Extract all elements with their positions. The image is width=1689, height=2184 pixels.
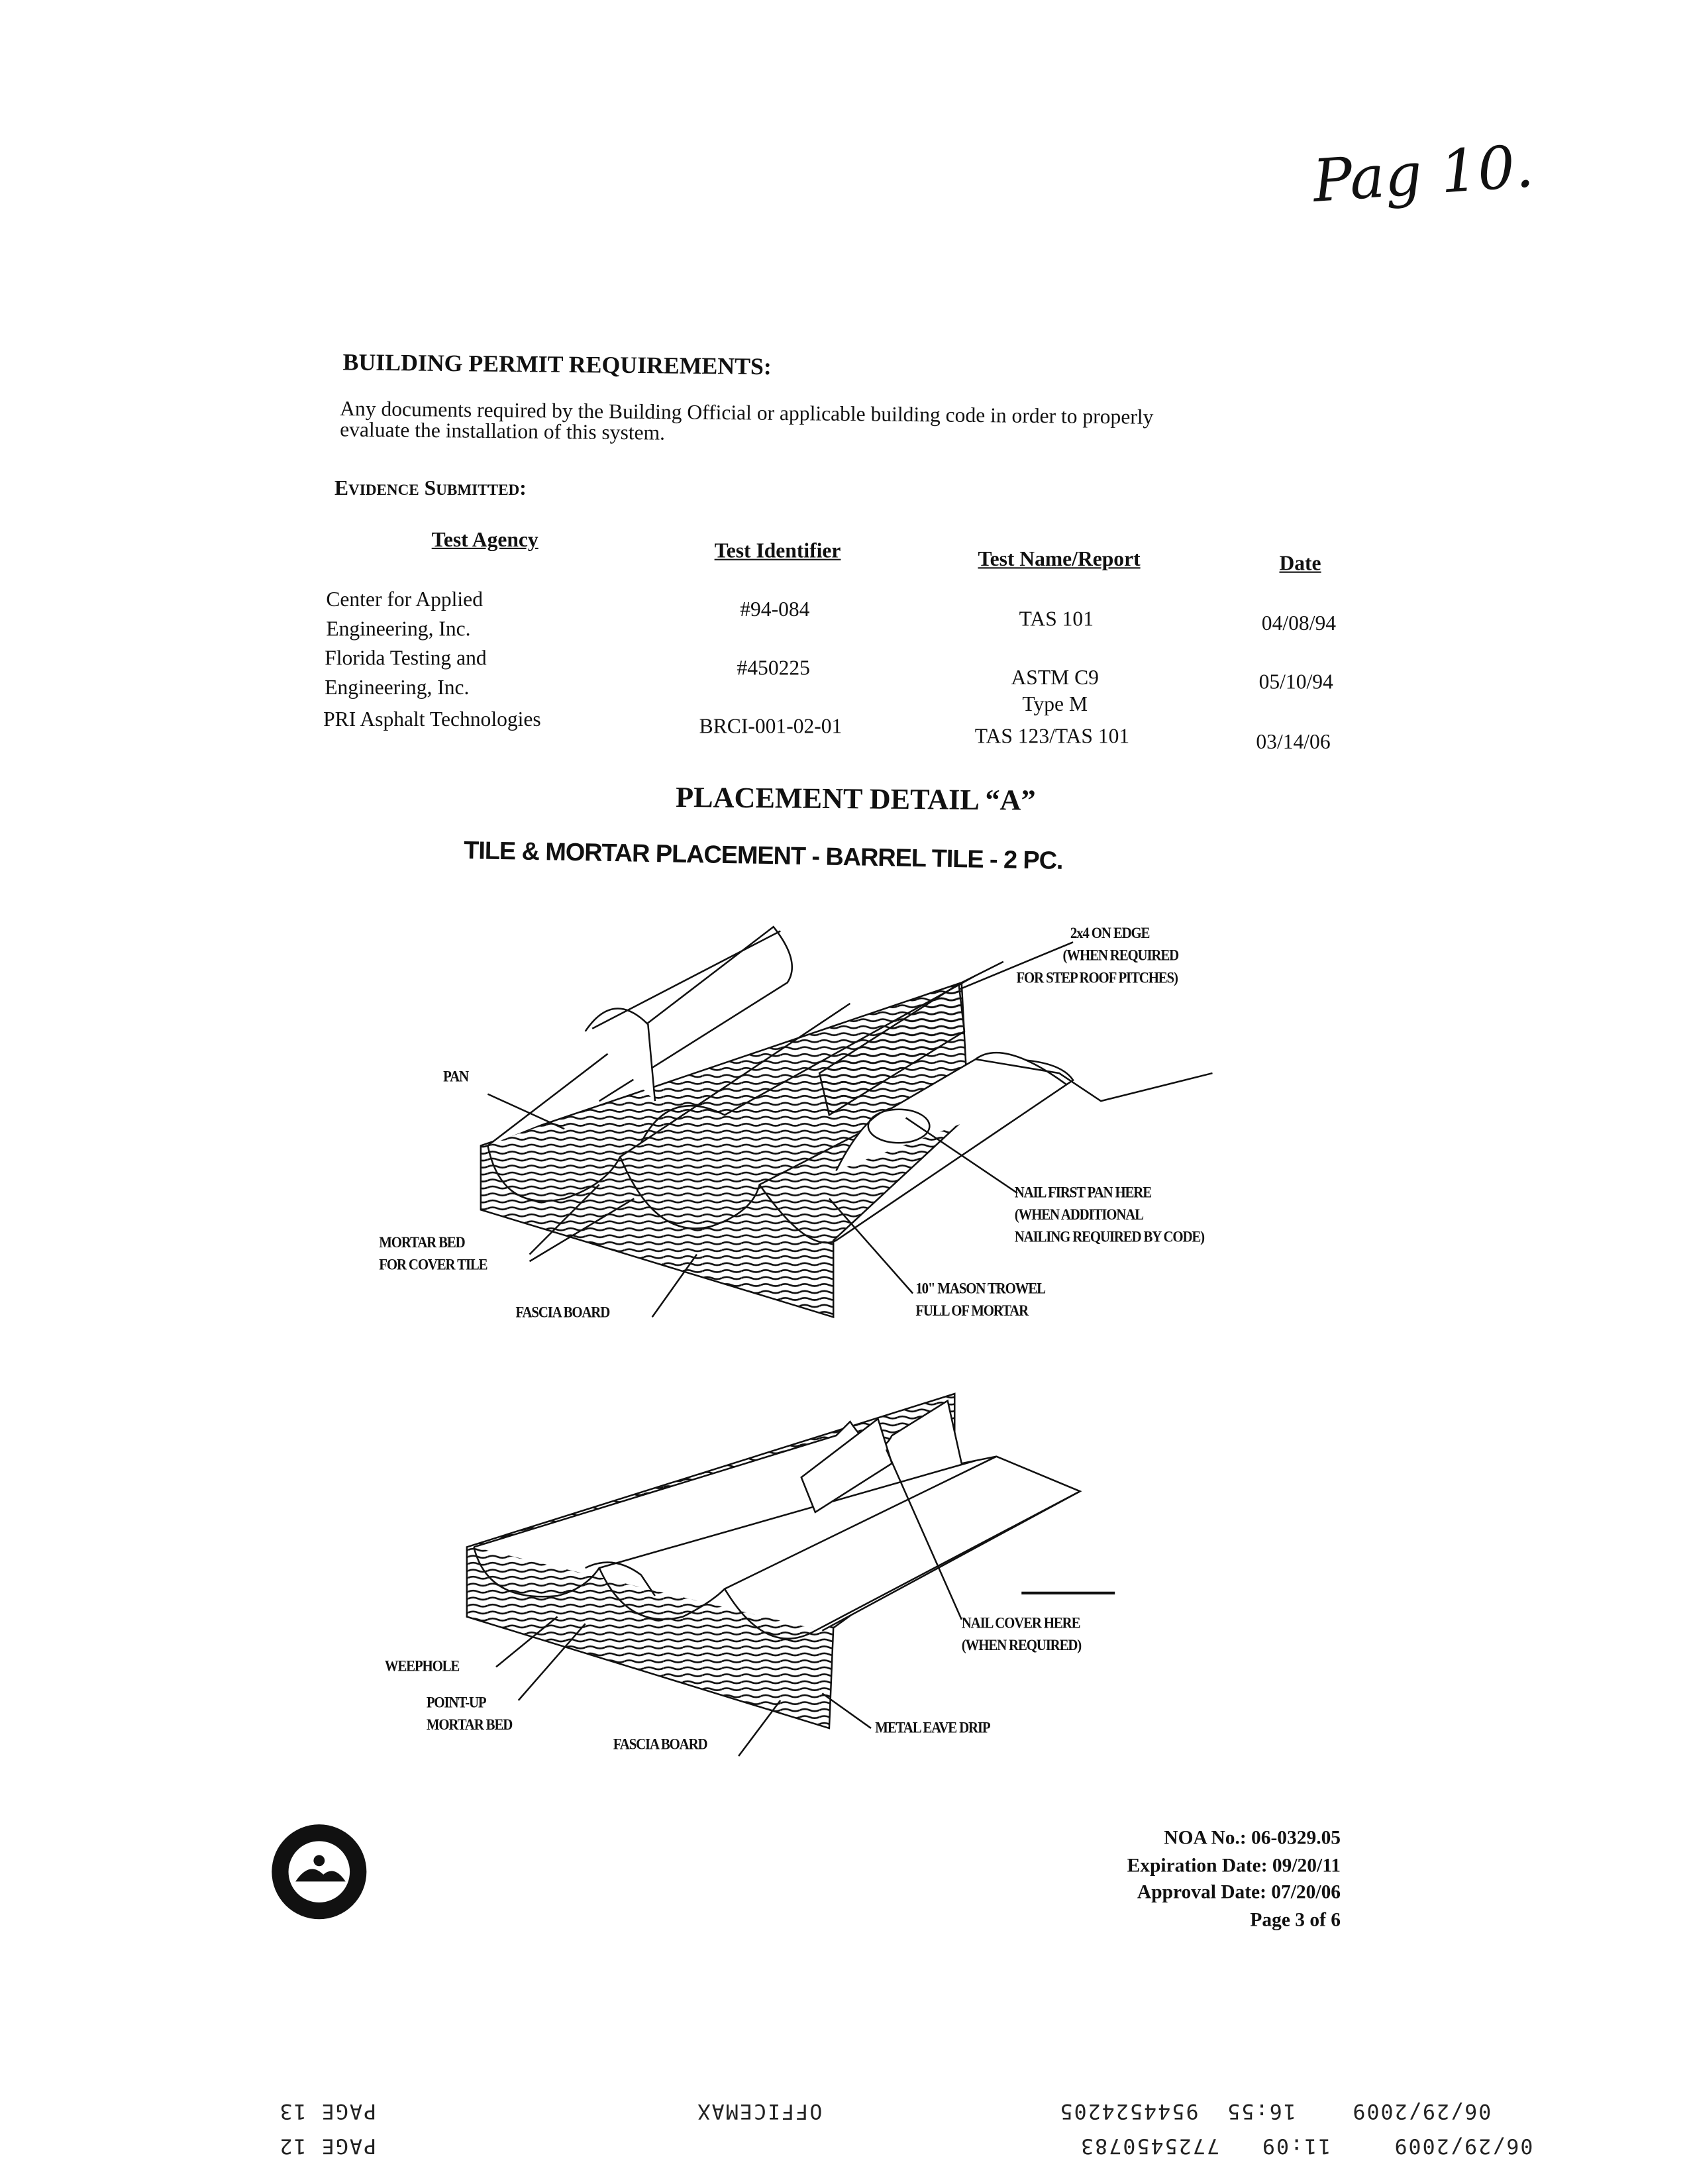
column-header-identifier: Test Identifier xyxy=(714,541,841,564)
label-line: NAIL COVER HERE xyxy=(961,1615,1081,1632)
table-row-3-date: 03/14/06 xyxy=(1256,731,1331,754)
fax-phone: 7725450783 xyxy=(1079,2134,1220,2159)
label-line: MORTAR BED xyxy=(379,1235,465,1252)
expiration-date: Expiration Date: 09/20/11 xyxy=(1127,1855,1341,1877)
agency-line: Engineering, Inc. xyxy=(326,619,471,641)
approval-date: Approval Date: 07/20/06 xyxy=(1137,1883,1341,1904)
label-mason-trowel: 10" MASON TROWEL FULL OF MORTAR xyxy=(915,1278,1046,1322)
label-line: FOR COVER TILE xyxy=(379,1257,487,1274)
evidence-heading: Evidence Submitted: xyxy=(334,478,527,501)
label-line: NAILING REQUIRED BY CODE) xyxy=(1014,1229,1205,1246)
table-row-2-identifier: #450225 xyxy=(737,658,810,680)
label-2x4-on-edge: 2x4 ON EDGE (WHEN REQUIRED FOR STEP ROOF… xyxy=(1016,923,1179,990)
fax-page: PAGE 13 xyxy=(278,2099,377,2124)
label-metal-eave-drip: METAL EAVE DRIP xyxy=(875,1720,990,1737)
label-line: NAIL FIRST PAN HERE xyxy=(1014,1184,1152,1202)
table-row-3-agency: PRI Asphalt Technologies xyxy=(323,709,541,732)
label-line: MORTAR BED xyxy=(426,1717,513,1734)
label-line: 2x4 ON EDGE xyxy=(1070,925,1151,943)
table-row-3-test-name: TAS 123/TAS 101 xyxy=(974,726,1130,749)
column-header-test-name: Test Name/Report xyxy=(978,548,1141,572)
label-pan: PAN xyxy=(443,1068,469,1086)
fax-sender: OFFICEMAX xyxy=(696,2099,823,2124)
column-header-date: Date xyxy=(1279,553,1321,576)
table-row-1-identifier: #94-084 xyxy=(740,599,810,622)
fax-header-2: 06/29/2009 11:09 7725450783 PAGE 12 xyxy=(251,2134,1533,2159)
label-weephole: WEEPHOLE xyxy=(384,1658,460,1676)
page-number: Page 3 of 6 xyxy=(1250,1910,1341,1932)
diagram-1-barrel-tile xyxy=(480,925,1213,1318)
fax-date: 06/29/2009 xyxy=(1393,2134,1533,2159)
label-nail-cover: NAIL COVER HERE (WHEN REQUIRED) xyxy=(961,1612,1082,1657)
agency-line: Florida Testing and xyxy=(325,648,487,671)
fax-time: 11:09 xyxy=(1260,2134,1331,2159)
label-line: 10" MASON TROWEL xyxy=(915,1280,1046,1298)
label-fascia-board-2: FASCIA BOARD xyxy=(613,1736,708,1753)
column-header-agency: Test Agency xyxy=(431,529,538,552)
fax-page: PAGE 12 xyxy=(278,2134,377,2159)
table-row-2-agency: Florida Testing and Engineering, Inc. xyxy=(325,645,486,703)
fax-phone: 9544524205 xyxy=(1058,2099,1199,2124)
fax-time: 16:55 xyxy=(1226,2099,1296,2124)
label-point-up-mortar-bed: POINT-UP MORTAR BED xyxy=(426,1692,513,1736)
label-line: (WHEN REQUIRED xyxy=(1062,947,1180,964)
label-line: (WHEN ADDITIONAL xyxy=(1014,1207,1144,1224)
test-name-line: ASTM C9 xyxy=(1011,667,1099,690)
label-nail-first-pan: NAIL FIRST PAN HERE (WHEN ADDITIONAL NAI… xyxy=(1014,1182,1205,1249)
two-by-four-edge xyxy=(818,982,966,1117)
fax-header-1: 06/29/2009 16:55 9544524205 OFFICEMAX PA… xyxy=(251,2099,1492,2124)
table-row-1-date: 04/08/94 xyxy=(1261,613,1337,636)
table-row-1-test-name: TAS 101 xyxy=(1019,609,1094,632)
noa-number: NOA No.: 06-0329.05 xyxy=(1164,1828,1341,1850)
label-line: POINT-UP xyxy=(426,1694,487,1712)
label-line: (WHEN REQUIRED) xyxy=(961,1638,1082,1655)
label-line: FOR STEP ROOF PITCHES) xyxy=(1016,970,1178,987)
table-row-2-test-name: ASTM C9 Type M xyxy=(1011,665,1099,721)
agency-line: Engineering, Inc. xyxy=(325,677,470,700)
test-name-line: Type M xyxy=(1022,694,1088,717)
approval-info: NOA No.: 06-0329.05 Expiration Date: 09/… xyxy=(1127,1826,1341,1934)
fax-date: 06/29/2009 xyxy=(1351,2099,1492,2124)
label-line: FULL OF MORTAR xyxy=(915,1303,1029,1320)
agency-line: Center for Applied xyxy=(326,589,484,612)
label-mortar-bed-cover-tile: MORTAR BED FOR COVER TILE xyxy=(379,1232,487,1276)
table-row-2-date: 05/10/94 xyxy=(1258,672,1333,694)
table-row-3-identifier: BRCI-001-02-01 xyxy=(699,716,843,739)
label-fascia-board-1: FASCIA BOARD xyxy=(515,1304,610,1322)
diagram-2-barrel-tile xyxy=(466,1392,1115,1757)
table-row-1-agency: Center for Applied Engineering, Inc. xyxy=(326,587,483,645)
